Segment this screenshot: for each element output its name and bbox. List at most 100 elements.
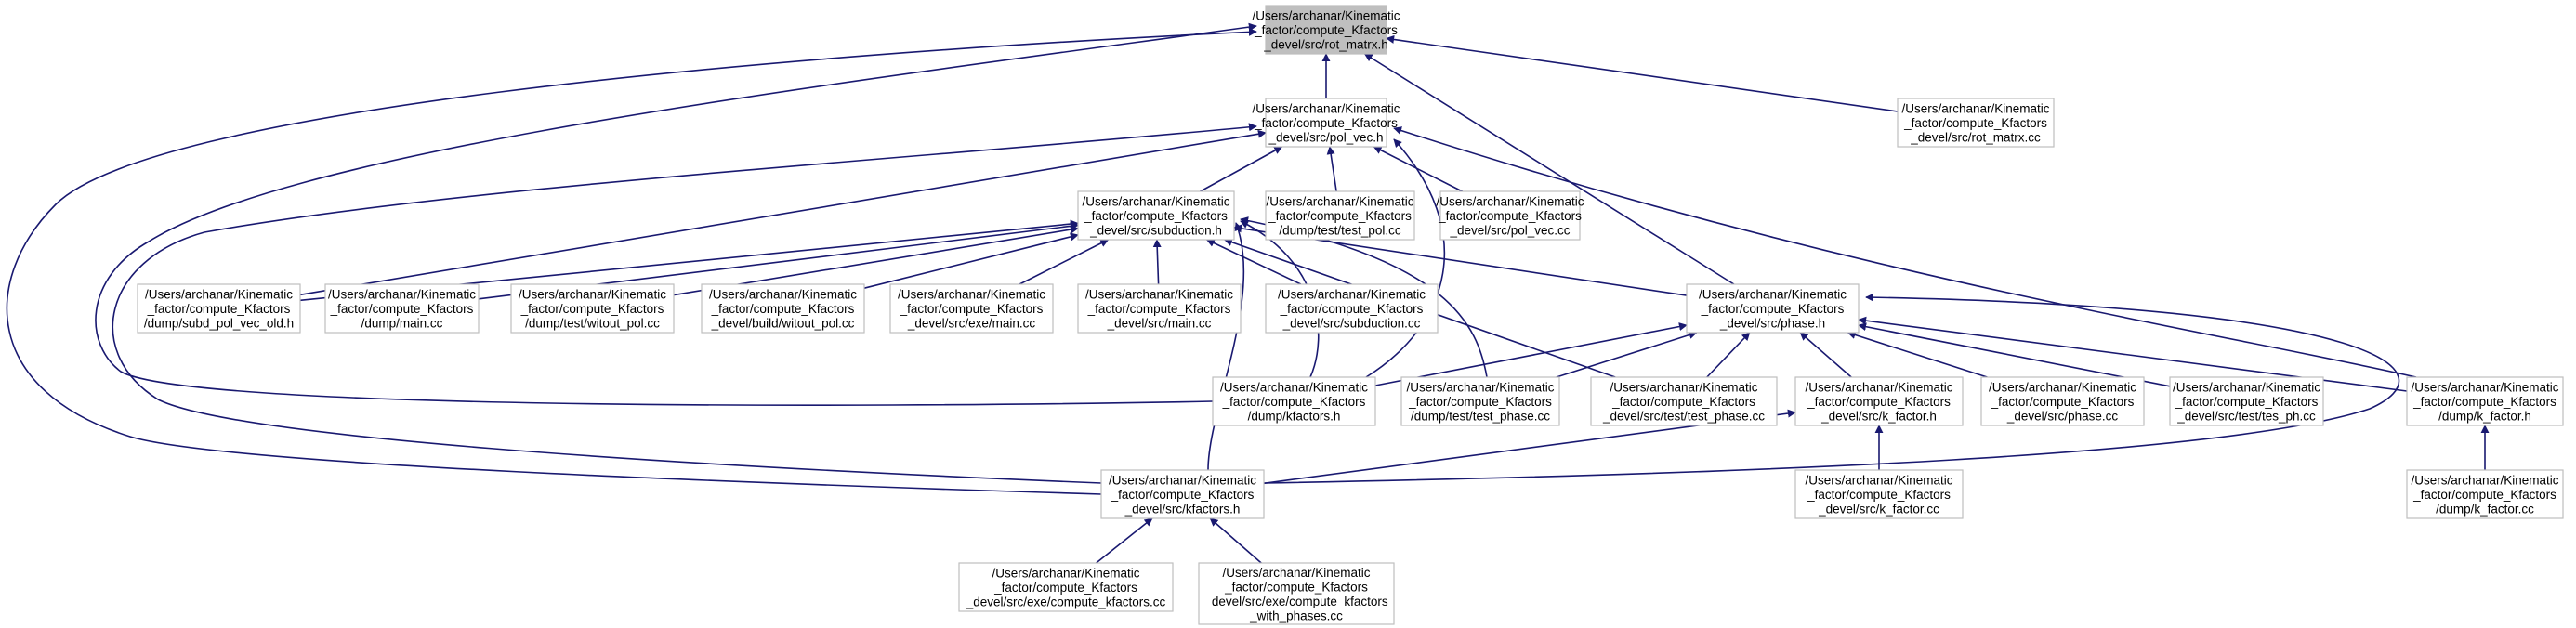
edge-dump-test-phase-to-phase-h (1556, 331, 1698, 378)
node-label-line: _factor/compute_Kfactors (1224, 580, 1368, 594)
node-label-line: _devel/src/kfactors.h (1124, 503, 1241, 517)
node-build-witout-pol[interactable]: /Users/archanar/Kinematic_factor/compute… (701, 283, 865, 334)
node-label-line: _factor/compute_Kfactors (520, 302, 664, 316)
node-phase-cc[interactable]: /Users/archanar/Kinematic_factor/compute… (1980, 376, 2145, 426)
node-label-line: _factor/compute_Kfactors (1222, 395, 1366, 409)
node-label-line: /Users/archanar/Kinematic (2411, 474, 2558, 488)
edge-pol-vec-cc-to-pol-vec-h (1373, 146, 1463, 192)
node-dump-k-factor-h[interactable]: /Users/archanar/Kinematic_factor/compute… (2406, 376, 2564, 426)
node-label-line: /Users/archanar/Kinematic (1278, 288, 1426, 302)
node-subduction-cc[interactable]: /Users/archanar/Kinematic_factor/compute… (1265, 283, 1439, 334)
edge-kfactors-h-to-pol-vec-h (112, 123, 1257, 484)
node-label-line: _devel/src/test/tes_ph.cc (2176, 410, 2316, 424)
node-label-line: /Users/archanar/Kinematic (1266, 195, 1413, 209)
node-witout-pol-cc[interactable]: /Users/archanar/Kinematic_factor/compute… (510, 283, 675, 334)
node-label-line: /Users/archanar/Kinematic (1805, 474, 1952, 488)
node-compute-kfactors[interactable]: /Users/archanar/Kinematic_factor/compute… (958, 562, 1174, 612)
edge-exe-main-cc-to-subduction-h (1019, 239, 1110, 285)
node-tes-ph-cc[interactable]: /Users/archanar/Kinematic_factor/compute… (2169, 376, 2324, 426)
edge-src-test-phase-to-phase-h (1706, 332, 1751, 378)
node-label-line: /Users/archanar/Kinematic (898, 288, 1045, 302)
node-label-line: _factor/compute_Kfactors (1408, 395, 1552, 409)
node-subd-pol-vec-old[interactable]: /Users/archanar/Kinematic_factor/compute… (137, 283, 301, 334)
node-label-line: _factor/compute_Kfactors (1254, 23, 1398, 37)
node-dump-main-cc[interactable]: /Users/archanar/Kinematic_factor/compute… (324, 283, 480, 334)
node-label-line: /dump/subd_pol_vec_old.h (144, 317, 294, 331)
edge-src-main-cc-to-subduction-h (1152, 239, 1162, 285)
node-label-line: _devel/src/rot_matrx.cc (1910, 131, 2041, 145)
node-dump-test-phase[interactable]: /Users/archanar/Kinematic_factor/compute… (1400, 376, 1560, 426)
edge-phase-cc-to-phase-h (1847, 331, 1988, 378)
node-dump-kfactors-h[interactable]: /Users/archanar/Kinematic_factor/compute… (1212, 376, 1376, 426)
node-rot-matrx-cc[interactable]: /Users/archanar/Kinematic_factor/compute… (1897, 98, 2055, 148)
node-label-line: _factor/compute_Kfactors (993, 581, 1137, 595)
node-pol-vec-cc[interactable]: /Users/archanar/Kinematic_factor/compute… (1436, 190, 1584, 241)
node-src-main-cc[interactable]: /Users/archanar/Kinematic_factor/compute… (1077, 283, 1242, 334)
node-label-line: _factor/compute_Kfactors (2175, 395, 2319, 409)
node-pol-vec-h[interactable]: /Users/archanar/Kinematic_factor/compute… (1252, 98, 1400, 148)
edge-tes-ph-cc-to-phase-h (1858, 322, 2171, 387)
edge-kfactors-h-to-rot-matrx-h (6, 27, 1257, 495)
node-label-line: _devel/src/phase.h (1719, 317, 1825, 331)
edge-dump-kfactors-h-to-phase-h (1374, 322, 1688, 386)
node-label-line: /Users/archanar/Kinematic (1252, 102, 1400, 116)
node-label-line: _factor/compute_Kfactors (330, 302, 474, 316)
node-k-factor-cc[interactable]: /Users/archanar/Kinematic_factor/compute… (1794, 469, 1964, 519)
node-kfactors-h[interactable]: /Users/archanar/Kinematic_factor/compute… (1100, 469, 1265, 519)
edge-phase-h-to-rot-matrx-h (1363, 53, 1735, 285)
node-label-line: /Users/archanar/Kinematic (1220, 381, 1368, 395)
node-exe-main-cc[interactable]: /Users/archanar/Kinematic_factor/compute… (889, 283, 1054, 334)
node-label-line: /Users/archanar/Kinematic (1109, 474, 1256, 488)
node-label-line: /dump/test/witout_pol.cc (525, 317, 660, 331)
node-label-line: /dump/test/test_phase.cc (1411, 410, 1550, 424)
node-label-line: _factor/compute_Kfactors (1701, 302, 1845, 316)
node-label-line: /Users/archanar/Kinematic (2411, 381, 2558, 395)
node-label-line: _devel/src/pol_vec.cc (1449, 224, 1570, 238)
node-label-line: /dump/main.cc (361, 317, 443, 331)
node-label-line: /dump/k_factor.cc (2436, 503, 2534, 517)
node-label-line: _factor/compute_Kfactors (2412, 395, 2556, 409)
node-rot-matrx-h[interactable]: /Users/archanar/Kinematic_factor/compute… (1252, 5, 1400, 55)
node-label-line: _factor/compute_Kfactors (1087, 302, 1231, 316)
node-label-line: _factor/compute_Kfactors (1807, 488, 1951, 502)
edge-test-pol-cc-to-pol-vec-h (1326, 146, 1337, 192)
edge-dump-kfactors-h-to-rot-matrx-h (95, 22, 1257, 406)
node-label-line: _devel/src/test/test_phase.cc (1602, 410, 1765, 424)
node-phase-h[interactable]: /Users/archanar/Kinematic_factor/compute… (1686, 283, 1860, 334)
node-label-line: _devel/src/subduction.cc (1282, 317, 1421, 331)
node-dump-k-factor-cc[interactable]: /Users/archanar/Kinematic_factor/compute… (2406, 469, 2564, 519)
edge-dump-kfactors-h-to-pol-vec-h (1365, 138, 1446, 378)
node-label-line: _factor/compute_Kfactors (2412, 488, 2556, 502)
node-label-line: /Users/archanar/Kinematic (1699, 288, 1847, 302)
edge-subduction-h-to-pol-vec-h (1200, 146, 1283, 192)
edge-subduction-cc-to-subduction-h (1205, 239, 1302, 285)
node-label-line: _factor/compute_Kfactors (1438, 209, 1582, 223)
node-test-pol-cc[interactable]: /Users/archanar/Kinematic_factor/compute… (1265, 190, 1415, 241)
node-src-test-phase[interactable]: /Users/archanar/Kinematic_factor/compute… (1590, 376, 1778, 426)
edge-build-witout-pol-to-subduction-h (863, 232, 1079, 289)
node-k-factor-h[interactable]: /Users/archanar/Kinematic_factor/compute… (1794, 376, 1964, 426)
node-label-line: /Users/archanar/Kinematic (519, 288, 666, 302)
node-subduction-h[interactable]: /Users/archanar/Kinematic_factor/compute… (1077, 190, 1235, 241)
node-label-line: _factor/compute_Kfactors (1111, 488, 1255, 502)
node-label-line: /Users/archanar/Kinematic (992, 567, 1139, 581)
edge-kfactors-h-to-phase-h (1263, 293, 2400, 484)
node-label-line: _factor/compute_Kfactors (1807, 395, 1951, 409)
node-label-line: _devel/src/rot_matrx.h (1263, 38, 1388, 52)
node-label-line: /Users/archanar/Kinematic (1252, 9, 1400, 23)
node-label-line: _factor/compute_Kfactors (147, 302, 291, 316)
node-label-line: _devel/src/phase.cc (2006, 410, 2119, 424)
node-label-line: _devel/build/witout_pol.cc (711, 317, 855, 331)
node-compute-kf-phases[interactable]: /Users/archanar/Kinematic_factor/compute… (1198, 562, 1395, 625)
nodes-layer: /Users/archanar/Kinematic_factor/compute… (137, 5, 2564, 625)
node-label-line: /Users/archanar/Kinematic (1406, 381, 1554, 395)
edge-subd-pol-vec-old-to-pol-vec-h (299, 129, 1267, 296)
node-label-line: _devel/src/exe/compute_kfactors (1203, 595, 1388, 608)
node-label-line: /Users/archanar/Kinematic (1436, 195, 1584, 209)
node-label-line: _factor/compute_Kfactors (1280, 302, 1424, 316)
node-label-line: _devel/src/exe/main.cc (907, 317, 1036, 331)
node-label-line: /Users/archanar/Kinematic (1901, 102, 2049, 116)
node-label-line: /Users/archanar/Kinematic (328, 288, 476, 302)
node-label-line: /dump/test/test_pol.cc (1279, 224, 1401, 238)
edges-layer (6, 22, 2490, 564)
